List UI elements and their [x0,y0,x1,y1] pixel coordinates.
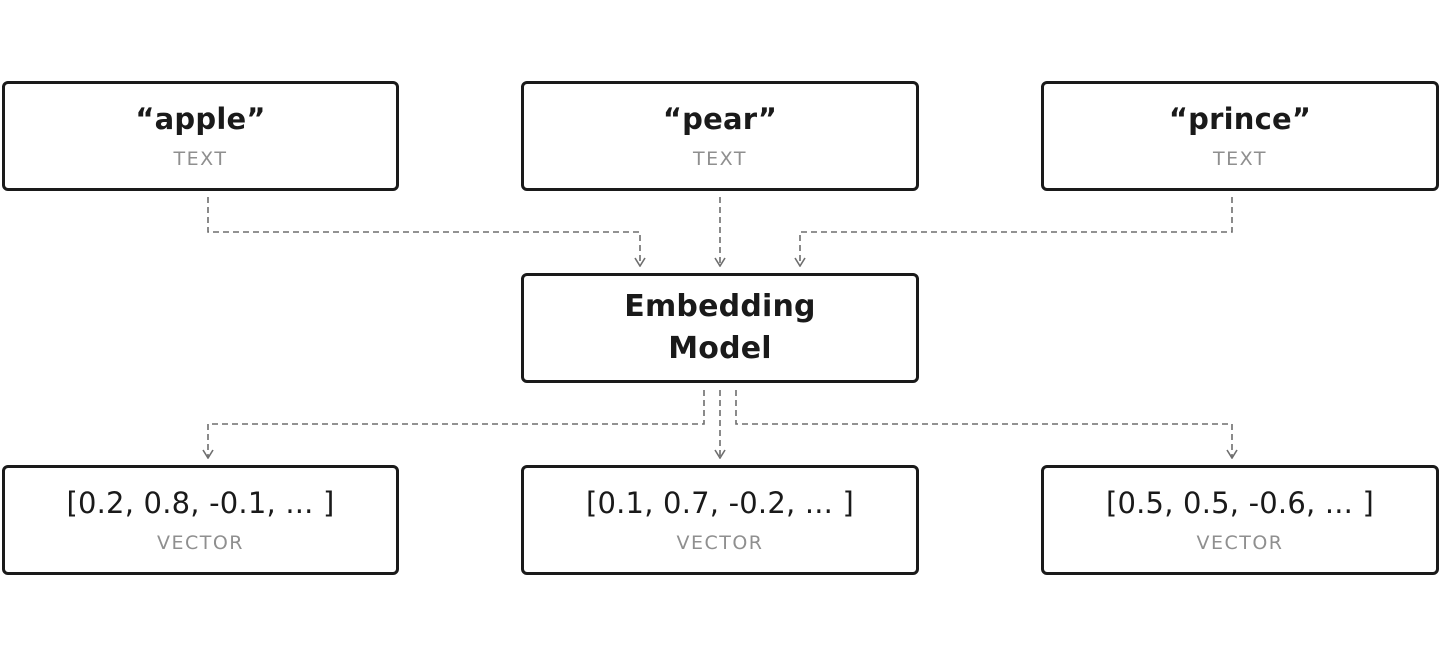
output-kind: VECTOR [156,532,245,555]
vector-label: [0.5, 0.5, -0.6, ... ] [1105,485,1375,520]
input-kind: TEXT [173,148,228,171]
connector-prince-to-model [800,197,1233,266]
input-kind: TEXT [693,148,747,171]
connector-model-to-vector-prince [735,390,1232,458]
connector-model-to-vector-apple [208,390,705,458]
output-kind: VECTOR [1196,532,1284,555]
vector-label: [0.2, 0.8, -0.1, ... ] [66,485,335,520]
input-label: “apple” [135,101,266,136]
output-node-pear: [0.1, 0.7, -0.2, ... ] VECTOR [521,465,919,575]
embedding-model-node: Embedding Model [521,273,919,383]
input-label: “prince” [1168,101,1312,136]
input-label: “pear” [662,101,778,136]
model-label-line2: Model [668,331,772,366]
output-node-apple: [0.2, 0.8, -0.1, ... ] VECTOR [2,465,399,575]
input-node-prince: “prince” TEXT [1041,81,1439,191]
vector-label: [0.1, 0.7, -0.2, ... ] [585,485,855,520]
output-kind: VECTOR [676,532,764,555]
input-kind: TEXT [1213,148,1267,171]
output-node-prince: [0.5, 0.5, -0.6, ... ] VECTOR [1041,465,1439,575]
model-label-line1: Embedding [624,289,816,324]
connector-apple-to-model [207,197,640,266]
input-node-pear: “pear” TEXT [521,81,919,191]
input-node-apple: “apple” TEXT [2,81,399,191]
